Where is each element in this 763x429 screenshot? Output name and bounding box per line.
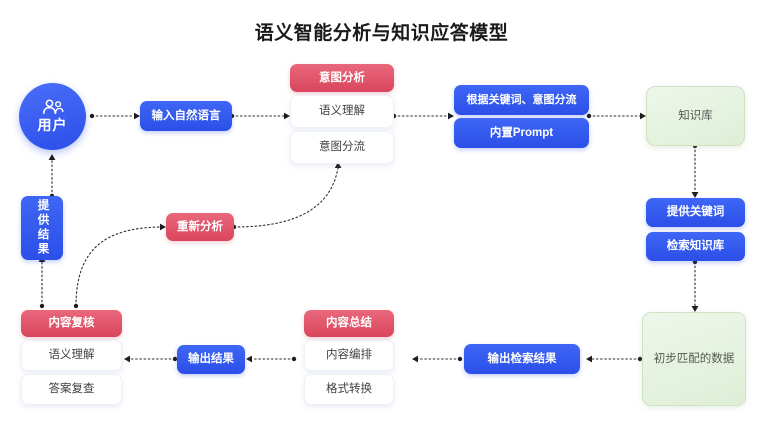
users-icon: [42, 99, 64, 114]
group-intent-analysis-item-1[interactable]: 意图分流: [290, 131, 394, 164]
group-intent-analysis-header[interactable]: 意图分析: [290, 64, 394, 92]
node-provide-result[interactable]: 提供结果: [21, 196, 63, 260]
group-content-summary: 内容总结 内容编排 格式转换: [304, 310, 394, 408]
node-reanalyze[interactable]: 重新分析: [166, 213, 234, 241]
node-user-label: 用户: [37, 116, 68, 133]
node-knowledge-base[interactable]: 知识库: [646, 86, 745, 146]
group-intent-analysis: 意图分析 语义理解 意图分流: [290, 64, 394, 167]
group-content-review: 内容复核 语义理解 答案复查: [21, 310, 122, 408]
node-user[interactable]: 用户: [19, 83, 86, 150]
node-provide-keywords[interactable]: 提供关键词: [646, 198, 745, 227]
node-matched-data[interactable]: 初步匹配的数据: [642, 312, 746, 406]
group-content-summary-item-0[interactable]: 内容编排: [304, 340, 394, 371]
group-content-summary-item-1[interactable]: 格式转换: [304, 374, 394, 405]
page-title: 语义智能分析与知识应答模型: [254, 23, 509, 44]
node-output-result[interactable]: 输出结果: [177, 345, 245, 374]
node-builtin-prompt[interactable]: 内置Prompt: [454, 118, 589, 148]
group-content-summary-header[interactable]: 内容总结: [304, 310, 394, 337]
node-output-search-result[interactable]: 输出检索结果: [464, 344, 580, 374]
group-intent-analysis-item-0[interactable]: 语义理解: [290, 95, 394, 128]
node-input-natural-language[interactable]: 输入自然语言: [140, 101, 232, 131]
node-route-by-keywords[interactable]: 根据关键词、意图分流: [454, 85, 589, 115]
node-search-knowledge-base[interactable]: 检索知识库: [646, 232, 745, 261]
group-content-review-item-1[interactable]: 答案复查: [21, 374, 122, 405]
group-content-review-item-0[interactable]: 语义理解: [21, 340, 122, 371]
group-content-review-header[interactable]: 内容复核: [21, 310, 122, 337]
